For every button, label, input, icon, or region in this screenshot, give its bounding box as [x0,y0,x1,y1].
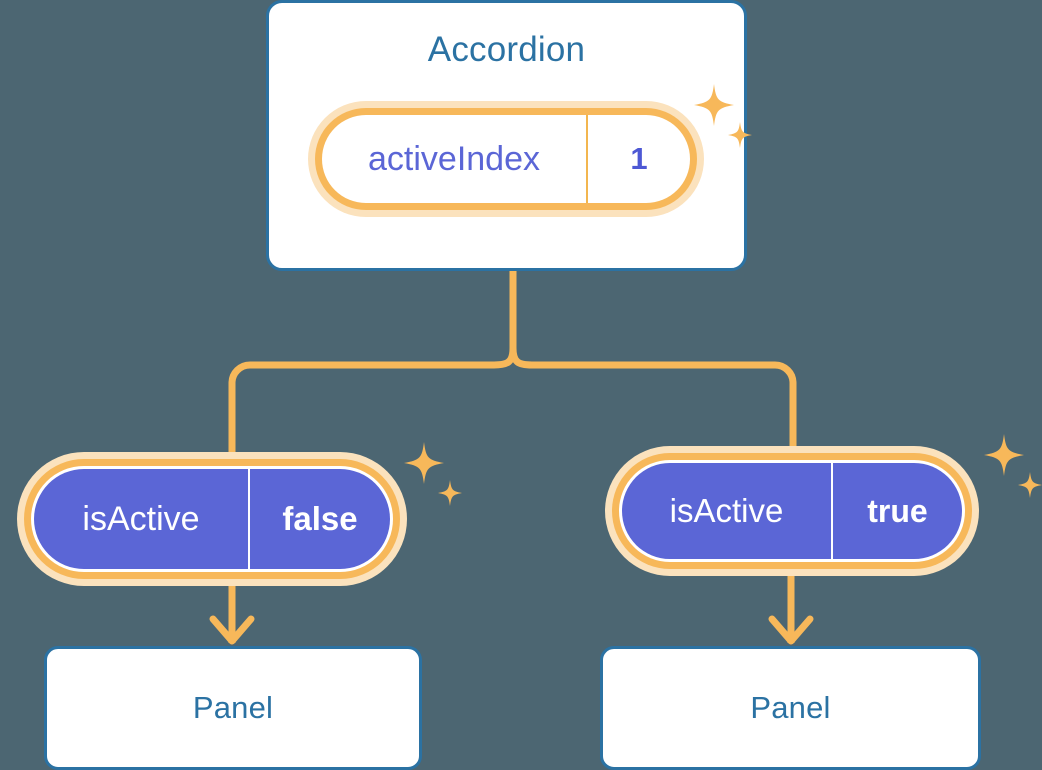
pill-divider [831,463,833,559]
pill-body: isActive true [622,463,962,559]
prop-pill-key: isActive [669,492,784,529]
sparkle-left-pill-icon [404,442,462,506]
sparkle-large-icon [404,442,444,484]
panel-card-right[interactable]: Panel [600,646,981,770]
state-pill-active-index[interactable]: activeIndex 1 [308,101,704,217]
pill-ring: isActive true [612,453,972,569]
sparkle-right-pill-icon [984,434,1042,498]
prop-pill-is-active-true[interactable]: isActive true [605,446,979,576]
accordion-title: Accordion [427,30,586,69]
panel-card-left[interactable]: Panel [44,646,422,770]
pill-inner: activeIndex 1 [322,115,690,203]
pill-ring: isActive false [24,459,400,579]
pill-ring: activeIndex 1 [315,108,697,210]
prop-pill-key: isActive [82,499,200,538]
pill-divider [586,115,588,203]
connector-branch-right [509,344,797,453]
pill-inner: isActive true [619,460,965,562]
sparkle-large-icon [984,434,1024,476]
sparkle-small-icon [1018,472,1042,498]
panel-title: Panel [750,690,831,725]
pill-divider [248,469,250,569]
state-pill-key: activeIndex [368,139,540,178]
arrow-head-left-icon [209,615,255,645]
prop-pill-is-active-false[interactable]: isActive false [17,452,407,586]
prop-pill-value: true [867,492,928,529]
arrow-head-right-icon [768,615,814,645]
state-pill-value: 1 [630,141,648,176]
prop-pill-value: false [282,500,358,537]
panel-title: Panel [192,690,274,725]
pill-inner: isActive false [31,466,393,572]
connector-branch-left [228,344,517,459]
sparkle-small-icon [438,480,462,506]
pill-body: isActive false [34,469,390,569]
